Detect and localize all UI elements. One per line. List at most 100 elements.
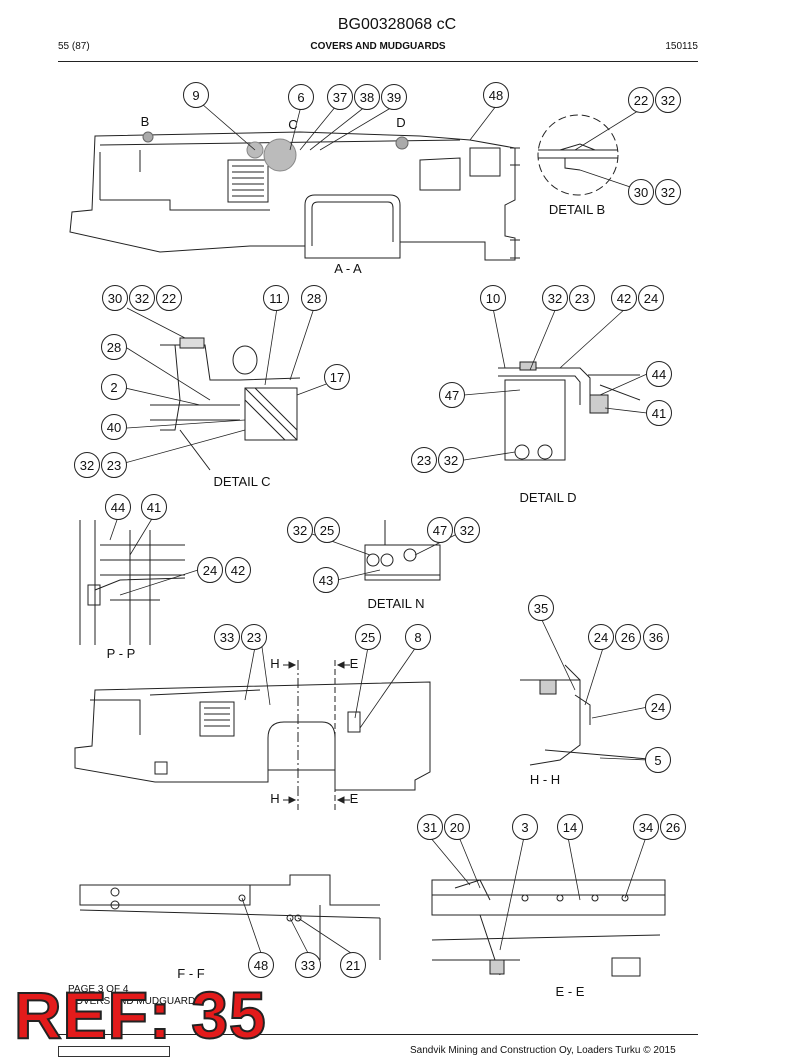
- callout-balloon-32: 32: [454, 517, 480, 543]
- callout-circle: [588, 624, 614, 650]
- section-marker-d: D: [396, 115, 405, 130]
- header-row: 55 (87) COVERS AND MUDGUARDS 150115: [58, 41, 698, 57]
- callout-balloon-32: 32: [542, 285, 568, 311]
- callout-balloon-32: 32: [655, 87, 681, 113]
- callout-number: 24: [644, 291, 658, 306]
- detail-c-drawing: [150, 337, 301, 471]
- callout-balloon-32: 32: [438, 447, 464, 473]
- callout-circle: [645, 694, 671, 720]
- main-side-drawing: [74, 660, 431, 810]
- callout-circle: [512, 814, 538, 840]
- callout-circle: [263, 285, 289, 311]
- callout-number: 2: [110, 380, 117, 395]
- footer-copyright: Sandvik Mining and Construction Oy, Load…: [410, 1045, 676, 1056]
- callout-number: 25: [320, 523, 334, 538]
- view-title-pp: P - P: [107, 646, 136, 661]
- callout-number: 10: [486, 291, 500, 306]
- callout-circle: [628, 179, 654, 205]
- callout-circle: [381, 84, 407, 110]
- callout-balloon-20: 20: [444, 814, 470, 840]
- callout-balloon-28: 28: [301, 285, 327, 311]
- callout-circle: [528, 595, 554, 621]
- callout-number: 26: [621, 630, 635, 645]
- callout-circle: [225, 557, 251, 583]
- callout-balloon-34: 34: [633, 814, 659, 840]
- callout-balloon-2: 2: [101, 374, 127, 400]
- callout-balloon-41: 41: [141, 494, 167, 520]
- view-title-detail-n: DETAIL N: [367, 596, 424, 611]
- callout-balloon-28: 28: [101, 334, 127, 360]
- date-code: 150115: [665, 41, 698, 52]
- callout-number: 38: [360, 90, 374, 105]
- callout-circle: [660, 814, 686, 840]
- callout-circle: [638, 285, 664, 311]
- callout-balloon-21: 21: [340, 952, 366, 978]
- callout-circle: [197, 557, 223, 583]
- callout-circle: [438, 447, 464, 473]
- callout-circle: [295, 952, 321, 978]
- callout-number: 43: [319, 573, 333, 588]
- callout-number: 6: [297, 90, 304, 105]
- callout-number: 23: [247, 630, 261, 645]
- section-mark-e: E: [350, 656, 359, 671]
- view-title-detail-b: DETAIL B: [549, 202, 605, 217]
- callout-circle: [444, 814, 470, 840]
- callout-circle: [655, 179, 681, 205]
- callout-circle: [411, 447, 437, 473]
- callout-number: 31: [423, 820, 437, 835]
- callout-number: 44: [652, 367, 666, 382]
- callout-circle: [287, 517, 313, 543]
- callout-circle: [105, 494, 131, 520]
- callout-circle: [101, 414, 127, 440]
- callout-circle: [645, 747, 671, 773]
- callout-circle: [101, 452, 127, 478]
- callout-balloon-22: 22: [156, 285, 182, 311]
- callout-balloon-33: 33: [214, 624, 240, 650]
- section-arrows: [283, 661, 350, 804]
- callout-circle: [557, 814, 583, 840]
- callout-number: 23: [107, 458, 121, 473]
- callout-number: 24: [203, 563, 217, 578]
- callout-circle: [427, 517, 453, 543]
- ref-stamp: REF: 35: [13, 978, 267, 1052]
- callout-balloon-35: 35: [528, 595, 554, 621]
- callout-circle: [183, 82, 209, 108]
- callout-circle: [156, 285, 182, 311]
- callout-balloon-23: 23: [101, 452, 127, 478]
- callout-balloon-24: 24: [197, 557, 223, 583]
- callout-number: 32: [293, 523, 307, 538]
- section-marker-b: B: [141, 114, 150, 129]
- callout-circle: [301, 285, 327, 311]
- view-hh-drawing: [520, 664, 661, 766]
- callout-circle: [248, 952, 274, 978]
- callout-balloon-24: 24: [638, 285, 664, 311]
- callout-number: 17: [330, 370, 344, 385]
- page-count: 55 (87): [58, 41, 90, 52]
- callout-balloon-31: 31: [417, 814, 443, 840]
- callout-circle: [354, 84, 380, 110]
- callout-circle: [129, 285, 155, 311]
- callout-balloon-38: 38: [354, 84, 380, 110]
- document-id: BG00328068 cC: [337, 16, 457, 33]
- callout-circle: [439, 382, 465, 408]
- callout-balloon-6: 6: [288, 84, 314, 110]
- callout-number: 28: [307, 291, 321, 306]
- callout-number: 32: [661, 93, 675, 108]
- header-divider: [58, 61, 698, 62]
- callout-balloon-23: 23: [569, 285, 595, 311]
- callout-balloon-23: 23: [241, 624, 267, 650]
- callout-balloon-14: 14: [557, 814, 583, 840]
- callout-number: 33: [301, 958, 315, 973]
- callout-circle: [324, 364, 350, 390]
- callout-number: 26: [666, 820, 680, 835]
- callout-balloon-39: 39: [381, 84, 407, 110]
- callout-balloon-37: 37: [327, 84, 353, 110]
- callout-number: 35: [534, 601, 548, 616]
- callout-number: 34: [639, 820, 653, 835]
- callout-circle: [141, 494, 167, 520]
- callout-circle: [646, 361, 672, 387]
- callout-balloon-26: 26: [660, 814, 686, 840]
- callout-balloon-26: 26: [615, 624, 641, 650]
- footer-part-title: COVERS AND MUDGUARDS: [68, 996, 202, 1007]
